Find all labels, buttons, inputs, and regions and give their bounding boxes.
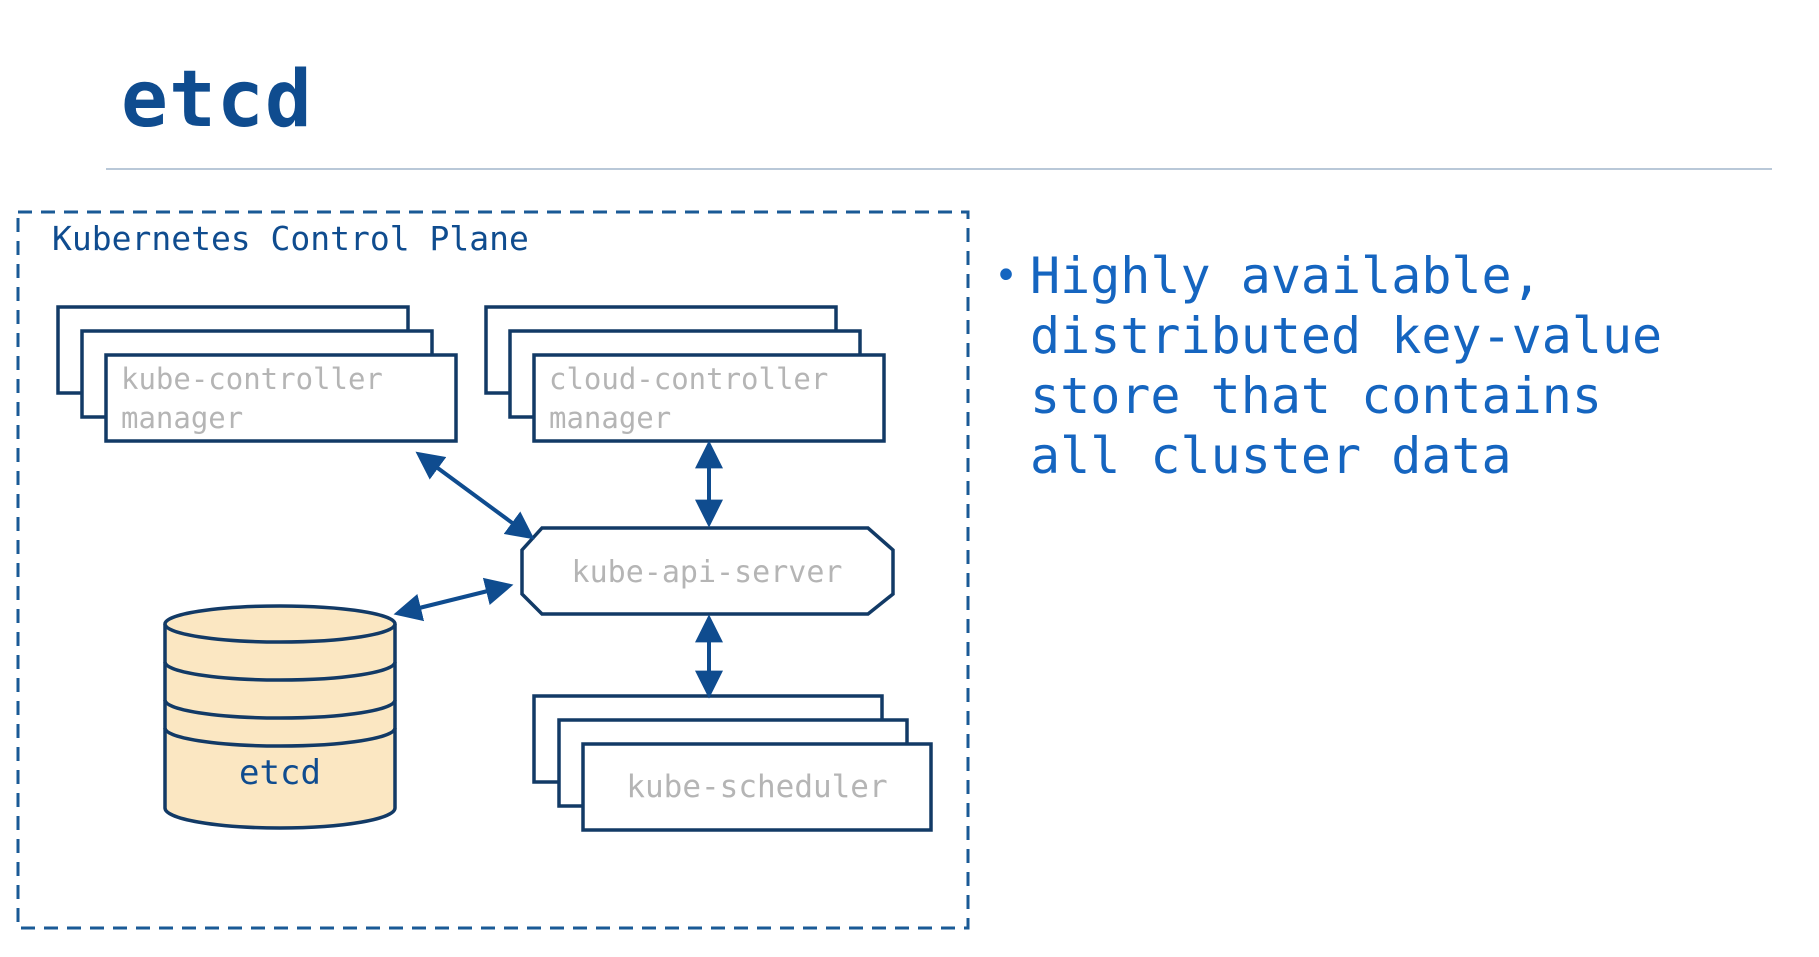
kube-api-server-node: kube-api-server	[520, 526, 895, 616]
cloud-controller-manager-label-line2: manager	[549, 401, 671, 435]
kube-api-server-label: kube-api-server	[572, 555, 843, 590]
kube-scheduler-stack: kube-scheduler	[532, 694, 933, 832]
container-label: Kubernetes Control Plane	[52, 219, 529, 258]
bullet-line: distributed key-value	[1030, 307, 1663, 365]
arrow-controller-to-api	[415, 451, 535, 540]
bullet-line: store that contains	[1030, 367, 1602, 425]
bullet-line: Highly available,	[1030, 247, 1542, 305]
etcd-database-icon: etcd	[163, 604, 397, 830]
bullet-list: • Highly available, distributed key-valu…	[990, 246, 1790, 486]
cloud-controller-manager-stack: cloud-controller manager	[484, 305, 886, 443]
slide-title: etcd	[121, 55, 313, 145]
etcd-label: etcd	[239, 753, 321, 793]
bullet-line: all cluster data	[1030, 427, 1512, 485]
kube-controller-manager-stack: kube-controller manager	[56, 305, 458, 443]
title-divider	[106, 168, 1772, 170]
kube-scheduler-label: kube-scheduler	[626, 769, 887, 805]
control-plane-container	[16, 210, 970, 930]
cloud-controller-manager-label-line1: cloud-controller	[549, 362, 828, 396]
arrow-etcd-to-api	[393, 577, 514, 622]
kube-controller-manager-box	[104, 353, 458, 443]
bullet-item: • Highly available, distributed key-valu…	[990, 246, 1790, 486]
kube-controller-manager-label-line2: manager	[121, 401, 243, 435]
kube-controller-manager-label-line1: kube-controller	[121, 362, 383, 396]
kube-scheduler-box	[581, 742, 933, 832]
bullet-dot-icon: •	[994, 253, 1019, 299]
